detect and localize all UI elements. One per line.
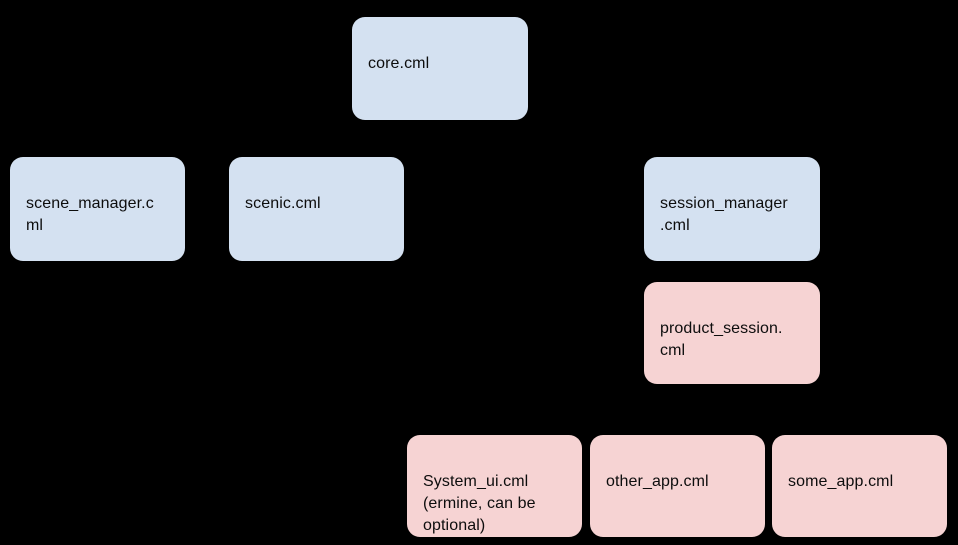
node-product-session-label: product_session. cml xyxy=(660,320,783,359)
node-scene-manager-label: scene_manager.c ml xyxy=(26,195,154,234)
node-some-app[interactable]: some_app.cml xyxy=(772,435,947,537)
node-session-manager-label: session_manager .cml xyxy=(660,195,788,234)
node-session-manager[interactable]: session_manager .cml xyxy=(644,157,820,261)
node-other-app-label: other_app.cml xyxy=(606,473,709,490)
node-system-ui-label: System_ui.cml (ermine, can be optional) xyxy=(423,473,536,534)
node-other-app[interactable]: other_app.cml xyxy=(590,435,765,537)
node-some-app-label: some_app.cml xyxy=(788,473,894,490)
node-core-label: core.cml xyxy=(368,55,430,72)
node-scenic[interactable]: scenic.cml xyxy=(229,157,404,261)
node-core[interactable]: core.cml xyxy=(352,17,528,120)
node-product-session[interactable]: product_session. cml xyxy=(644,282,820,384)
node-scenic-label: scenic.cml xyxy=(245,195,321,212)
node-scene-manager[interactable]: scene_manager.c ml xyxy=(10,157,185,261)
node-system-ui[interactable]: System_ui.cml (ermine, can be optional) xyxy=(407,435,582,537)
